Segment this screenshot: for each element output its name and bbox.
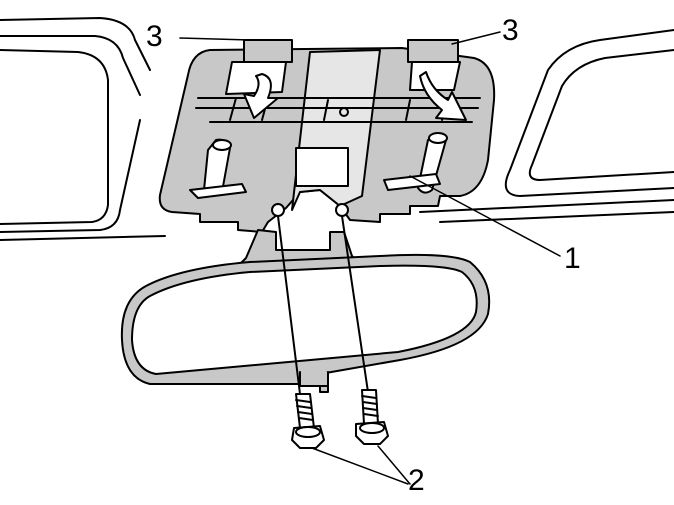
clip-right (407, 39, 461, 91)
right-window-inner (528, 49, 674, 181)
callout-clip-left: 3 (146, 20, 163, 53)
left-window (0, 49, 109, 225)
screw-left (291, 393, 325, 449)
clip-release-arrow-right (419, 71, 467, 121)
screw-guide-line-left (277, 215, 301, 395)
rear-view-mirror (120, 253, 491, 393)
windshield-frame (0, 17, 674, 241)
screw-guide-line-right (341, 215, 369, 393)
right-window (504, 29, 674, 197)
leader-line-3-left (179, 37, 251, 41)
leader-line-2a (311, 447, 409, 485)
leader-line-2b (377, 445, 411, 485)
clip-release-arrow-left (243, 73, 279, 119)
leader-line-3-right (451, 31, 501, 45)
callout-screws: 2 (408, 464, 425, 497)
callout-bracket: 1 (564, 242, 581, 275)
leader-line-1 (409, 175, 561, 257)
screw-right (355, 389, 389, 445)
callout-clip-right: 3 (502, 14, 519, 47)
